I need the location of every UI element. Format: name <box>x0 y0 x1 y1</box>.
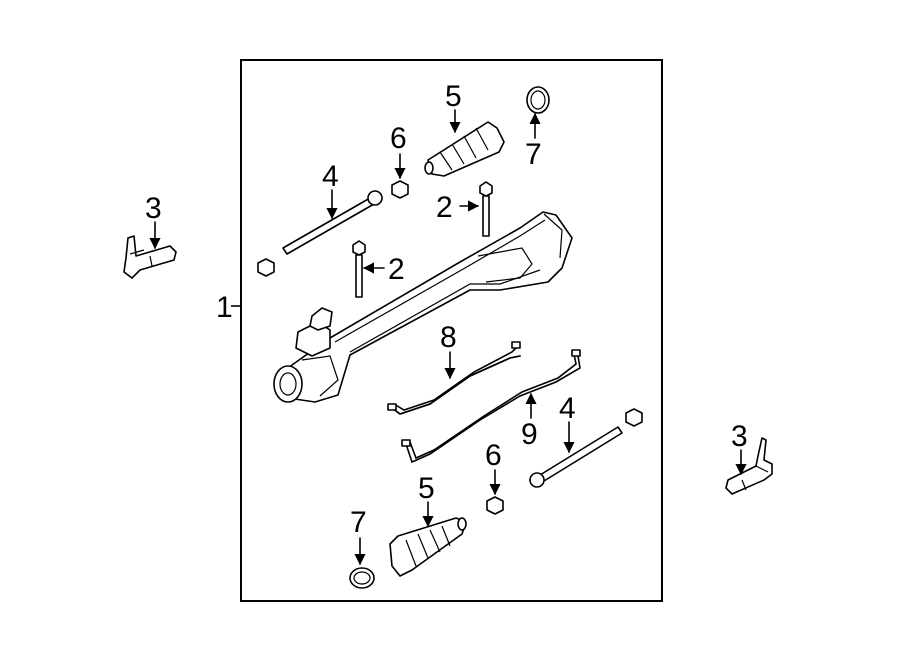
callout-6-lower: 6 <box>485 439 502 472</box>
return-line <box>401 349 581 464</box>
callout-5-upper: 5 <box>445 80 462 113</box>
callout-8: 8 <box>440 321 457 354</box>
callout-1: 1 <box>216 291 233 324</box>
clamp-lower <box>349 567 375 589</box>
rack-housing <box>273 211 573 403</box>
nut-lower <box>486 496 504 515</box>
inner-tie-rod-lower <box>529 426 623 488</box>
mounting-bolt-lower <box>352 240 366 298</box>
callout-7-upper: 7 <box>525 138 542 171</box>
callout-3-right: 3 <box>731 420 748 453</box>
callout-4-lower: 4 <box>559 392 576 425</box>
tie-rod-end-left <box>123 235 177 279</box>
inner-tie-rod-upper <box>282 190 383 255</box>
tie-rod-end-right <box>725 437 773 495</box>
jam-nut-left <box>257 258 275 277</box>
callout-6-upper: 6 <box>390 122 407 155</box>
callout-3-left: 3 <box>145 192 162 225</box>
boot-lower <box>389 517 467 577</box>
callout-5-lower: 5 <box>418 472 435 505</box>
callout-2-upper: 2 <box>436 191 453 224</box>
callout-4-upper: 4 <box>322 160 339 193</box>
mounting-bolt-upper <box>479 181 493 237</box>
pressure-line <box>387 341 521 415</box>
callout-2-lower: 2 <box>388 253 405 286</box>
jam-nut-right <box>625 408 643 427</box>
callout-7-lower: 7 <box>350 506 367 539</box>
callout-9: 9 <box>521 418 538 451</box>
nut-upper <box>391 180 409 199</box>
boot-upper <box>424 121 505 177</box>
